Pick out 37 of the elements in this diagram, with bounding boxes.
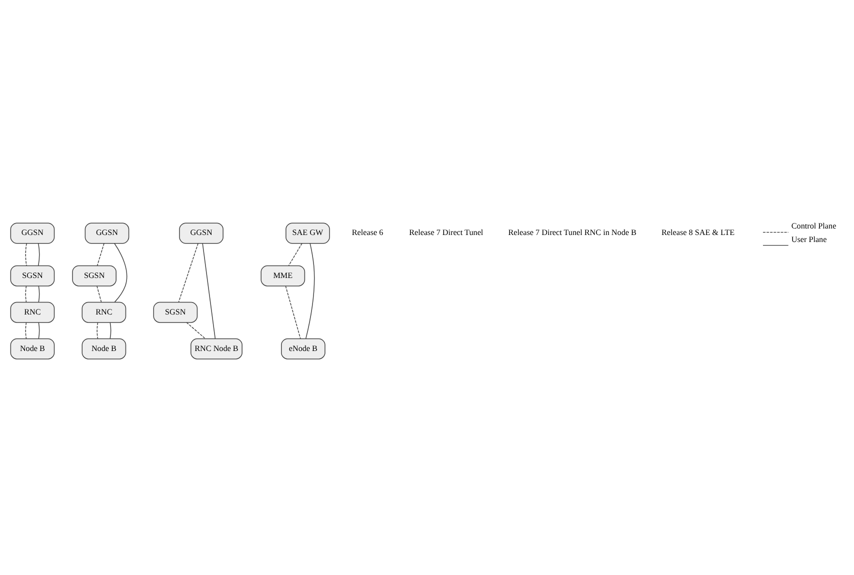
node-box: RNC Node B	[190, 338, 242, 359]
node-box: RNC	[10, 301, 55, 322]
connector	[285, 285, 301, 338]
node-box: SAE GW	[286, 222, 330, 244]
connector	[38, 285, 40, 302]
connector	[186, 322, 206, 339]
node-box: RNC	[82, 301, 126, 322]
connector	[38, 322, 40, 339]
connector	[178, 242, 198, 302]
connector	[96, 322, 98, 339]
label: Release 7 Direct Tunel	[409, 228, 484, 237]
legend-label: User Plane	[791, 234, 827, 244]
connector	[305, 242, 315, 339]
label: Release 8 SAE & LTE	[662, 228, 735, 237]
node-box: GGSN	[179, 222, 224, 244]
connector	[202, 242, 216, 338]
connector	[25, 285, 27, 302]
connector	[25, 242, 27, 266]
node-box: GGSN	[10, 222, 55, 244]
node-box: SGSN	[10, 264, 55, 286]
node-box: MME	[260, 264, 306, 286]
label: Release 6	[352, 228, 384, 237]
node-box: Node B	[82, 338, 126, 359]
node-box: GGSN	[84, 222, 130, 244]
node-box: SGSN	[72, 264, 116, 286]
legend-label: Control Plane	[791, 221, 836, 230]
label: Release 7 Direct Tunel RNC in Node B	[508, 228, 636, 237]
connector	[114, 242, 128, 302]
node-box: eNode B	[281, 338, 326, 359]
node-box: Node B	[10, 338, 55, 359]
connector	[96, 242, 104, 266]
connector	[110, 322, 112, 339]
connector	[288, 242, 302, 266]
connector	[96, 285, 102, 302]
connector	[25, 322, 27, 339]
node-box: SGSN	[153, 301, 198, 322]
connector	[38, 242, 40, 266]
